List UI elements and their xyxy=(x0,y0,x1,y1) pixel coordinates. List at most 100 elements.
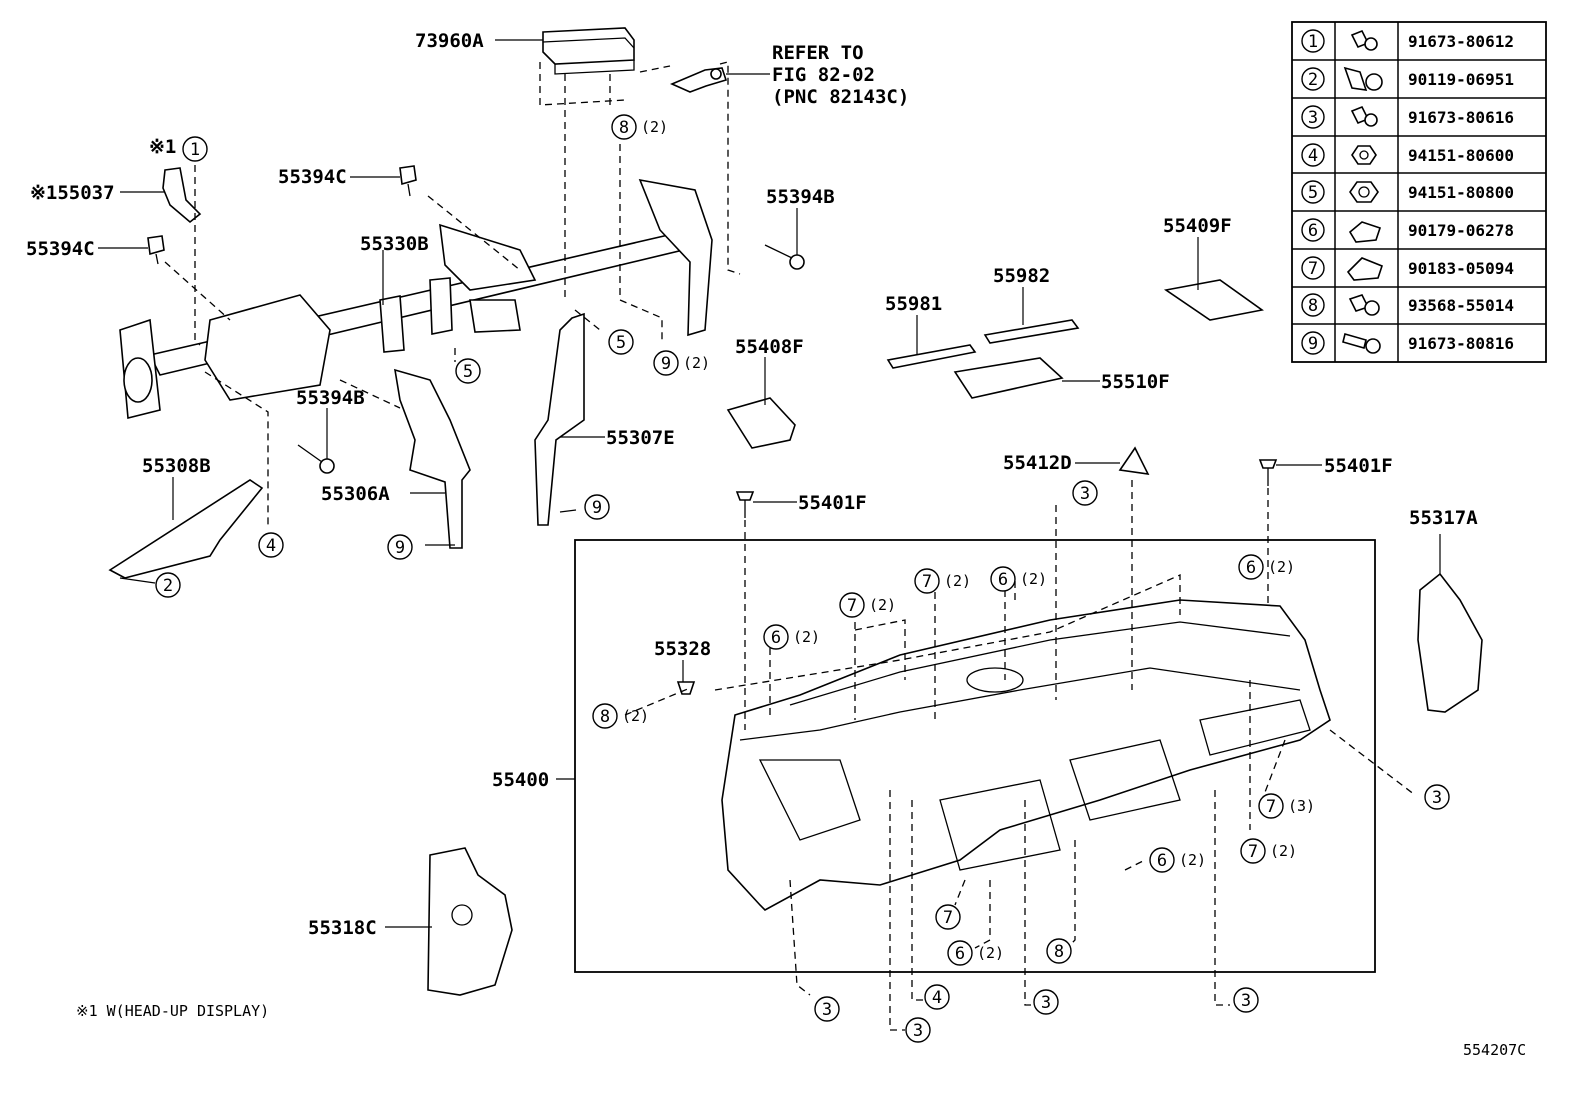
svg-text:6: 6 xyxy=(771,628,781,648)
table-row: 9 91673-80816 xyxy=(1301,331,1514,355)
note-mark-1: ※1 xyxy=(149,136,176,158)
callout-4-b: 4 xyxy=(924,984,950,1010)
callout-8-2-left: 8 (2) xyxy=(592,703,649,729)
svg-text:8: 8 xyxy=(1308,296,1318,316)
svg-text:3: 3 xyxy=(1308,108,1318,128)
footnote: ※1 W(HEAD-UP DISPLAY) xyxy=(76,1002,269,1020)
callout-6-2-a: 6(2) xyxy=(990,566,1047,592)
svg-text:9: 9 xyxy=(1308,334,1318,354)
svg-text:91673-80616: 91673-80616 xyxy=(1408,108,1514,127)
label-55510F: 55510F xyxy=(1101,371,1170,393)
svg-text:3: 3 xyxy=(1080,484,1090,504)
clip-nut-icon xyxy=(1346,257,1383,281)
callout-8: 8 xyxy=(1046,938,1072,964)
part-55409F-drawing xyxy=(1163,279,1264,321)
part-refer-bracket-drawing xyxy=(669,67,728,93)
svg-text:3: 3 xyxy=(822,1000,832,1020)
svg-text:5: 5 xyxy=(616,333,626,353)
part-55394B-bolt-a-drawing xyxy=(764,244,805,270)
svg-text:(2): (2) xyxy=(641,118,668,136)
svg-text:7: 7 xyxy=(943,908,953,928)
svg-text:8: 8 xyxy=(619,118,629,138)
callout-5-a: 5 xyxy=(608,329,634,355)
svg-text:8: 8 xyxy=(1054,942,1064,962)
table-row: 3 91673-80616 xyxy=(1301,105,1514,129)
svg-text:(2): (2) xyxy=(944,572,971,590)
table-row: 4 94151-80600 xyxy=(1301,143,1514,167)
part-55307E-drawing xyxy=(534,312,585,526)
bolt-washer-icon xyxy=(1348,294,1380,316)
part-55982-drawing xyxy=(983,319,1080,344)
refer-line-3: (PNC 82143C) xyxy=(772,86,909,108)
part-55394B-bolt-b-drawing xyxy=(297,444,335,474)
label-55330B: 55330B xyxy=(360,233,429,255)
nut-icon xyxy=(1349,181,1379,203)
callout-2: 2 xyxy=(155,572,181,598)
svg-text:(2): (2) xyxy=(1179,851,1206,869)
callout-7-2-a: 7(2) xyxy=(914,568,971,594)
svg-text:4: 4 xyxy=(932,988,942,1008)
clip-nut-icon xyxy=(1348,221,1382,243)
label-55317A: 55317A xyxy=(1409,507,1478,529)
figure-code: 554207C xyxy=(1463,1041,1526,1059)
svg-text:6: 6 xyxy=(998,570,1008,590)
callout-4-a: 4 xyxy=(258,532,284,558)
label-55307E: 55307E xyxy=(606,427,675,449)
label-55401F-b: 55401F xyxy=(1324,455,1393,477)
part-55981-drawing xyxy=(886,344,977,369)
svg-text:8: 8 xyxy=(600,707,610,727)
callout-7-2-c: 7(2) xyxy=(1240,838,1297,864)
part-55394C-bolt-a-drawing xyxy=(399,165,417,197)
svg-text:2: 2 xyxy=(1308,70,1318,90)
part-55318C-drawing xyxy=(427,847,513,996)
callout-3-top: 3 xyxy=(1072,480,1098,506)
callout-6-2-b: 6(2) xyxy=(763,624,820,650)
svg-text:3: 3 xyxy=(1041,993,1051,1013)
part-55328-drawing xyxy=(676,681,696,695)
dashed-guides xyxy=(164,61,1416,1031)
table-row: 7 90183-05094 xyxy=(1301,256,1514,281)
svg-text:3: 3 xyxy=(913,1021,923,1041)
callout-9-2: 9(2) xyxy=(653,350,710,376)
fastener-table: 1 91673-80612 2 90119-06951 3 91673-8061… xyxy=(1291,21,1547,363)
table-row: 8 93568-55014 xyxy=(1301,293,1514,317)
bolt-washer-icon xyxy=(1350,105,1378,127)
callout-3-bottom-a: 3 xyxy=(814,996,840,1022)
svg-text:7: 7 xyxy=(1308,259,1318,279)
callout-9-b: 9 xyxy=(387,534,413,560)
part-55308B-drawing xyxy=(108,479,264,579)
svg-text:90119-06951: 90119-06951 xyxy=(1408,70,1514,89)
callout-3-bottom-b: 3 xyxy=(1033,989,1059,1015)
part-55408F-drawing xyxy=(726,397,796,449)
svg-text:(2): (2) xyxy=(1270,842,1297,860)
callout-9-a: 9 xyxy=(584,494,610,520)
svg-text:6: 6 xyxy=(1308,221,1318,241)
svg-text:7: 7 xyxy=(1266,797,1276,817)
callout-7-3: 7 (3) xyxy=(1258,793,1315,819)
callout-6-2-c: 6(2) xyxy=(1149,847,1206,873)
callout-8-2-top: 8 (2) xyxy=(611,114,668,140)
svg-text:3: 3 xyxy=(1241,991,1251,1011)
svg-text:91673-80816: 91673-80816 xyxy=(1408,334,1514,353)
svg-text:(2): (2) xyxy=(1268,558,1295,576)
callout-7: 7 xyxy=(935,904,961,930)
label-55401F-a: 55401F xyxy=(798,492,867,514)
label-55408F: 55408F xyxy=(735,336,804,358)
label-55394B-b: 55394B xyxy=(296,387,365,409)
svg-text:93568-55014: 93568-55014 xyxy=(1408,296,1514,315)
label-55982: 55982 xyxy=(993,265,1050,287)
svg-text:6: 6 xyxy=(955,944,965,964)
part-55394C-bolt-b-drawing xyxy=(147,235,165,265)
bolt-flange-icon xyxy=(1343,66,1383,91)
svg-text:94151-80600: 94151-80600 xyxy=(1408,146,1514,165)
svg-text:(3): (3) xyxy=(1288,797,1315,815)
part-55330B-drawing xyxy=(119,178,713,420)
svg-text:6: 6 xyxy=(1246,558,1256,578)
svg-text:5: 5 xyxy=(1308,183,1318,203)
svg-text:3: 3 xyxy=(1432,788,1442,808)
label-55409F: 55409F xyxy=(1163,215,1232,237)
callout-6-2-d: 6(2) xyxy=(947,940,1004,966)
label-55037: ※155037 xyxy=(30,182,115,204)
callout-5-b: 5 xyxy=(455,358,481,384)
svg-text:(2): (2) xyxy=(622,707,649,725)
